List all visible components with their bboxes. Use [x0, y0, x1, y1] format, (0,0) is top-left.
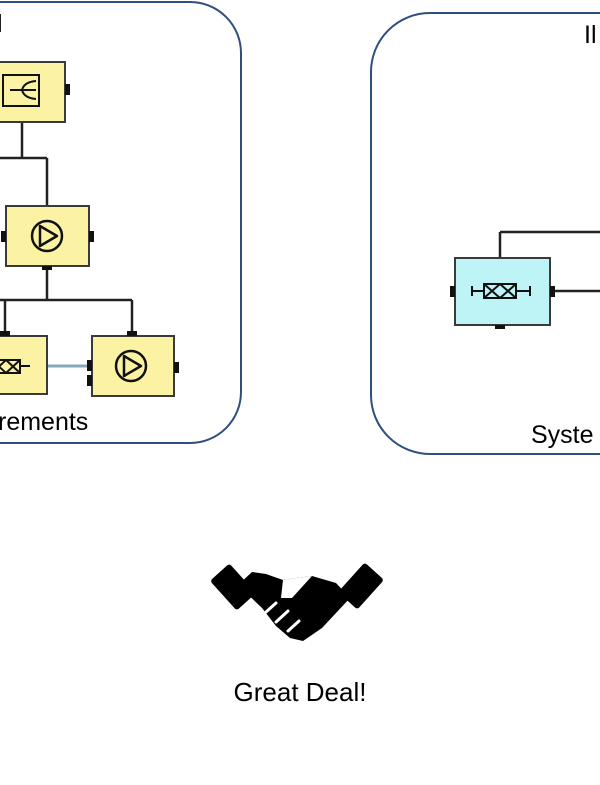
- valve-block: [0, 331, 48, 395]
- left-panel-title: l: [0, 12, 3, 37]
- left-panel: [0, 1, 242, 444]
- handshake-icon: [211, 563, 383, 641]
- splitter-block: [0, 61, 70, 123]
- right-panel-title: Il: [584, 21, 597, 49]
- left-panel-label: rements: [0, 408, 89, 436]
- right-panel-label: Syste: [531, 421, 594, 449]
- pump-icon: [114, 349, 148, 383]
- right-panel: [370, 12, 600, 455]
- valve-icon: [0, 359, 30, 374]
- pump-block: [1, 205, 94, 270]
- valve-icon: [471, 283, 531, 299]
- pump-icon: [30, 219, 64, 253]
- caption: Great Deal!: [233, 677, 367, 707]
- second-pump-block: [87, 331, 179, 397]
- splitter-icon: [2, 74, 40, 107]
- cyan-valve-block: [450, 257, 555, 329]
